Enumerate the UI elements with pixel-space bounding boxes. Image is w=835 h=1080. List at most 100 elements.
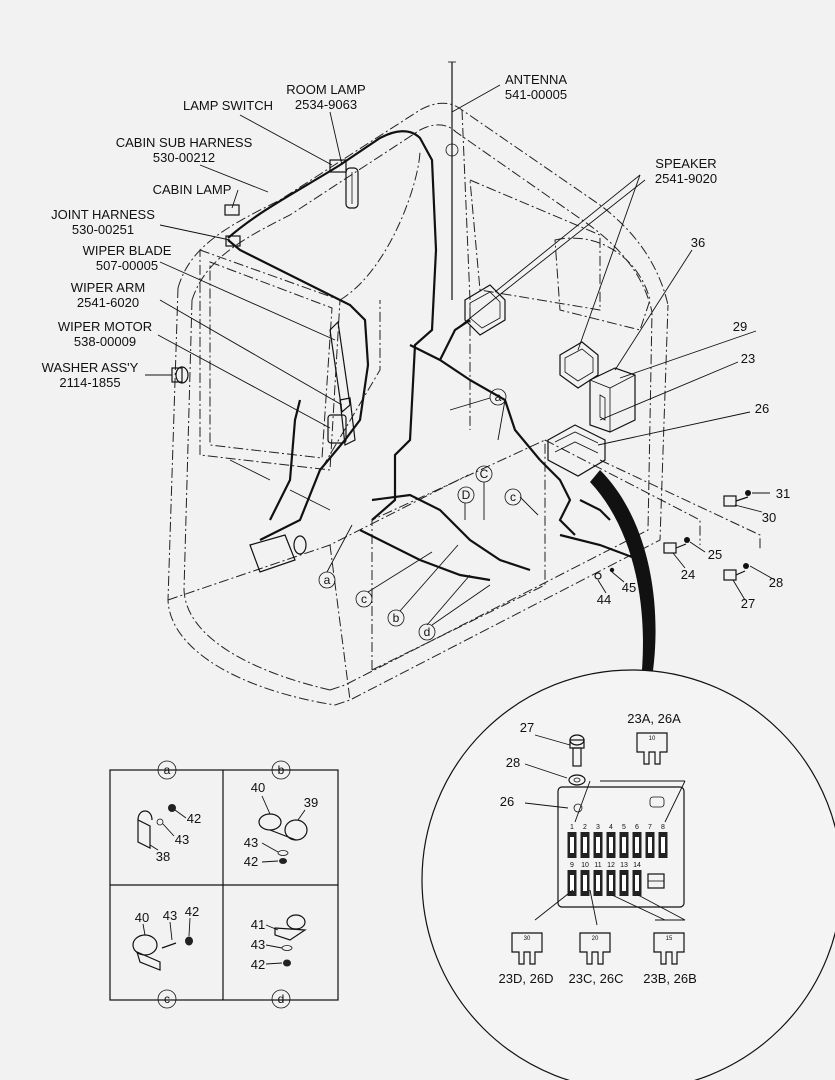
speaker-code: 2541-9020 [655, 171, 717, 186]
fuse-slot-2: 2 [580, 824, 590, 858]
clamp-panel-c: c 40 43 42 [132, 904, 199, 1009]
cabin-outline [167, 102, 761, 706]
letter-a-lower: a [318, 571, 336, 589]
letter-b-lower: b [387, 609, 405, 627]
fuse-slot-10: 10 [580, 862, 590, 896]
fuse-d: 30 [511, 932, 543, 965]
clamp-b-part-39: 39 [304, 795, 318, 810]
wiper-arm [339, 397, 356, 446]
svg-text:c: c [510, 490, 516, 504]
washer-label: WASHER ASS'Y [42, 360, 139, 375]
clamp-c-part-43: 43 [163, 908, 177, 923]
fuse-d-value: 30 [524, 936, 531, 942]
cabin-harness [227, 130, 641, 582]
svg-text:a: a [495, 390, 502, 404]
wiper-blade-label: WIPER BLADE [83, 243, 172, 258]
bolt-44 [594, 567, 615, 580]
fuse-b: 15 [653, 932, 685, 965]
svg-text:b: b [393, 611, 400, 625]
fuse-slot-3: 3 [593, 824, 603, 858]
cabin-sub-harness-code: 530-00212 [153, 150, 215, 165]
wiper-arm-label: WIPER ARM [71, 280, 145, 295]
leader-lines [145, 84, 776, 626]
washer-assembly [171, 366, 189, 384]
wiper-blade-code: 507-00005 [96, 258, 158, 273]
clamp-c-letter: c [164, 992, 170, 1006]
svg-text:8: 8 [661, 824, 665, 831]
fuse-top-label: 23A, 26A [627, 711, 681, 726]
antenna [445, 61, 459, 300]
svg-text:11: 11 [594, 862, 601, 869]
clamp-d-part-43: 43 [251, 937, 265, 952]
wiper-arm-code: 2541-6020 [77, 295, 139, 310]
clamp-a-part-38: 38 [156, 849, 170, 864]
letter-c-lower: c [355, 590, 373, 608]
fuse-slot-12: 12 [606, 862, 616, 896]
clamp-a-letter: a [164, 763, 171, 777]
relay-box [589, 367, 636, 433]
clamp-d-part-42: 42 [251, 957, 265, 972]
letter-c-right: c [504, 488, 522, 506]
fuse-top: 10 [636, 732, 668, 765]
clamp-b-part-43: 43 [244, 835, 258, 850]
svg-text:5: 5 [622, 824, 626, 831]
clamp-detail-grid: a 42 43 38 b 40 39 43 [109, 760, 339, 1009]
svg-text:3: 3 [596, 824, 600, 831]
svg-text:9: 9 [570, 862, 574, 869]
part-number-26: 26 [755, 401, 769, 416]
clamp-d-letter: d [278, 992, 285, 1006]
part-number-25: 25 [708, 547, 722, 562]
bolt-27-detail [569, 734, 585, 767]
svg-text:12: 12 [607, 862, 615, 869]
clamp-c-part-40: 40 [135, 910, 149, 925]
svg-text:d: d [424, 625, 431, 639]
fuse-d-label: 23D, 26D [499, 971, 554, 986]
part-number-36: 36 [691, 235, 705, 250]
detail-part-27: 27 [520, 720, 534, 735]
clamp-a-part-43: 43 [175, 832, 189, 847]
wiper-motor [327, 414, 347, 444]
front-lamp [249, 534, 307, 573]
wiper-blade [329, 320, 351, 414]
fuse-top-value: 10 [649, 736, 656, 742]
fuse-slot-6: 6 [632, 824, 642, 858]
wiper-motor-code: 538-00009 [74, 334, 136, 349]
fuse-slot-8: 8 [658, 824, 668, 858]
fuse-c-label: 23C, 26C [569, 971, 624, 986]
part-number-27: 27 [741, 596, 755, 611]
antenna-code: 541-00005 [505, 87, 567, 102]
svg-text:4: 4 [609, 824, 613, 831]
part-number-45: 45 [622, 580, 636, 595]
washer-code: 2114-1855 [59, 375, 120, 390]
wiper-motor-label: WIPER MOTOR [58, 319, 152, 334]
bolt-24 [663, 537, 690, 554]
detail-pointer-arrow [590, 470, 656, 690]
clamp-d-part-41: 41 [251, 917, 265, 932]
speaker-right [559, 341, 599, 389]
detail-part-28: 28 [506, 755, 520, 770]
speaker-left [464, 284, 506, 336]
letter-a-upper: a [489, 388, 507, 406]
lamp-switch-label: LAMP SWITCH [183, 98, 273, 113]
room-lamp-code: 2534-9063 [295, 97, 357, 112]
room-lamp [345, 167, 359, 209]
antenna-label: ANTENNA [505, 72, 567, 87]
svg-text:c: c [361, 592, 367, 606]
clamp-panel-a: a 42 43 38 [137, 760, 201, 864]
part-number-30: 30 [762, 510, 776, 525]
svg-text:14: 14 [633, 862, 641, 869]
washer-28-detail [568, 774, 586, 786]
fuse-slot-11: 11 [593, 862, 603, 896]
cabin-sub-harness-label: CABIN SUB HARNESS [116, 135, 253, 150]
svg-text:10: 10 [581, 862, 589, 869]
fuse-slot-1: 1 [567, 824, 577, 858]
part-numbers: 36 29 23 26 31 30 25 24 28 27 44 45 [597, 235, 790, 611]
lamp-switch [329, 159, 347, 173]
clamp-b-part-42: 42 [244, 854, 258, 869]
part-number-29: 29 [733, 319, 747, 334]
detail-part-26: 26 [500, 794, 514, 809]
